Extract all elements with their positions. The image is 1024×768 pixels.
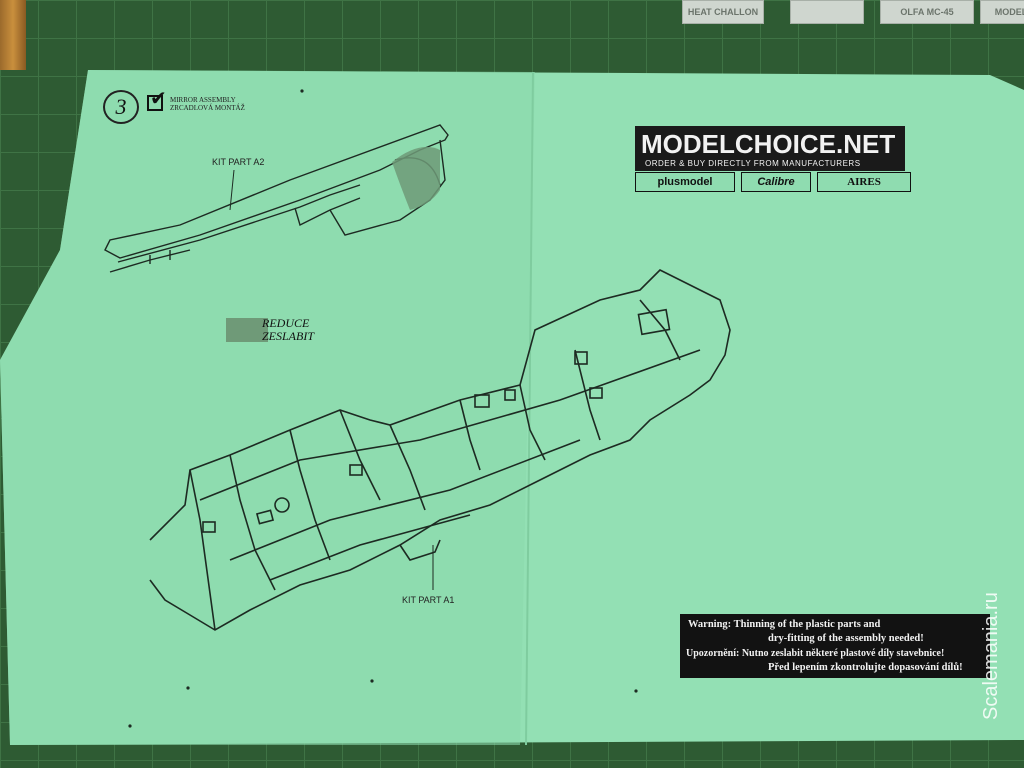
warning-line-2: dry-fitting of the assembly needed! (768, 633, 924, 644)
paper-shade (0, 70, 535, 745)
mat-mark-ruler (790, 0, 864, 24)
logo-plusmodel: plusmodel (635, 172, 735, 192)
mat-mark-2: OLFA MC-45 (880, 0, 974, 24)
checkmark-icon: ✔ (150, 86, 167, 110)
part-a1-drawing (149, 269, 731, 631)
mat-mark-1: HEAT CHALLON (682, 0, 764, 24)
print-dot (370, 679, 374, 683)
logo-aires: AIRES (817, 172, 911, 192)
step-number: 3 (103, 90, 139, 124)
reduce-swatch (226, 318, 268, 342)
watermark: Scalemania.ru (980, 592, 1002, 720)
brand-subtitle: ORDER & BUY DIRECTLY FROM MANUFACTURERS (645, 159, 861, 168)
checkbox-icon (147, 95, 163, 111)
brand-title: MODELCHOICE.NET (641, 129, 896, 159)
warning-box: Warning: Thinning of the plastic parts a… (680, 614, 990, 678)
modelchoice-banner: MODELCHOICE.NET ORDER & BUY DIRECTLY FRO… (635, 126, 905, 171)
leader-a2 (229, 169, 235, 211)
print-dot (300, 89, 304, 93)
label-kit-part-a1: KIT PART A1 (402, 595, 455, 605)
step-title: MIRROR ASSEMBLY ZRCADLOVÁ MONTÁŽ (170, 96, 245, 112)
print-dot (634, 689, 638, 693)
print-dot (186, 686, 190, 690)
pencil (0, 0, 26, 70)
part-a2-drawing (104, 124, 449, 273)
logo-calibre: Calibre (741, 172, 811, 192)
part-a2-reduce-area (392, 146, 440, 210)
mat-mark-3: MODEL (980, 0, 1024, 24)
print-dot (128, 724, 132, 728)
reduce-legend: REDUCE ZESLABIT (262, 316, 315, 343)
warning-line-4: Před lepením zkontrolujte dopasování díl… (768, 662, 963, 673)
warning-line-1: Warning: Thinning of the plastic parts a… (688, 619, 881, 630)
warning-line-3: Upozornění: Nutno zeslabit některé plast… (686, 648, 945, 659)
label-kit-part-a2: KIT PART A2 (212, 157, 265, 167)
